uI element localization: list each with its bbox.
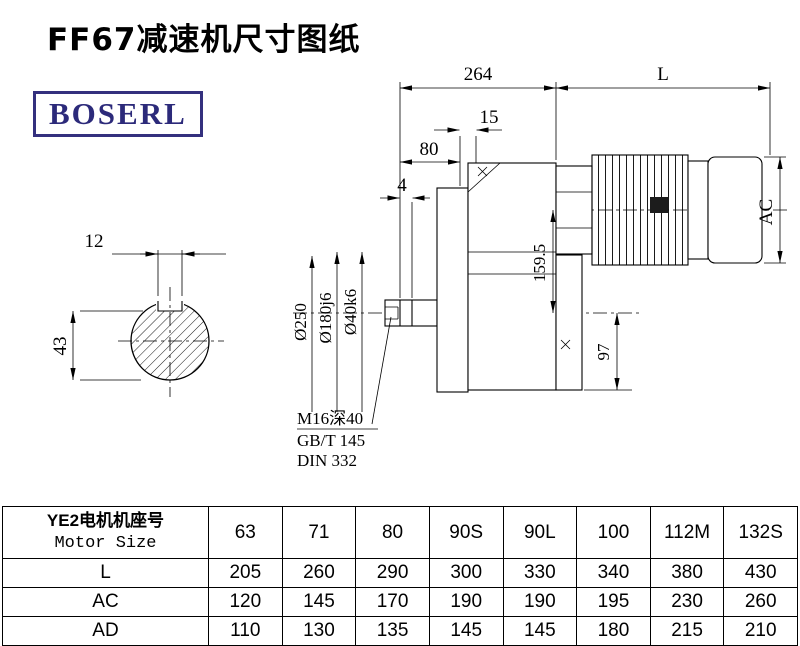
dim-AC-label: AC — [756, 199, 777, 225]
brand-logo: BOSERL — [33, 91, 203, 138]
dim-value-cell: 380 — [649, 558, 725, 588]
size-column-header: 90L — [502, 506, 578, 559]
dim-value-cell: 330 — [502, 558, 578, 588]
shaft-cross-section-view: 12 43 — [50, 231, 226, 397]
bolt-hole-mark-bottom — [560, 339, 571, 350]
dim-value-cell: 430 — [723, 558, 798, 588]
dim-value-cell: 260 — [723, 587, 798, 617]
dim-row-label: L — [2, 558, 209, 588]
dia-shaft-label: Ø40k6 — [341, 289, 360, 335]
motor-body — [591, 154, 689, 266]
dim-80-label: 80 — [420, 139, 439, 160]
dim-value-cell: 130 — [281, 616, 357, 646]
dim-value-cell: 170 — [355, 587, 430, 617]
table-header-row: YE2电机机座号 Motor Size 63 71 80 90S 90L 100… — [2, 506, 798, 559]
gear-housing — [467, 162, 583, 391]
dim-value-cell: 190 — [502, 587, 578, 617]
dim-43-label: 43 — [50, 337, 71, 356]
dim-value-cell: 145 — [281, 587, 357, 617]
dim-value-cell: 145 — [502, 616, 578, 646]
dim-value-cell: 215 — [649, 616, 725, 646]
size-column-header: 71 — [281, 506, 357, 559]
motor-size-label-cn: YE2电机机座号 — [46, 510, 165, 530]
bolt-hole-mark-top — [477, 166, 488, 177]
dim-L-label: L — [657, 64, 669, 85]
motor-adapter — [555, 165, 593, 255]
center-tap-hole — [385, 306, 399, 320]
dim-value-cell: 340 — [576, 558, 651, 588]
output-shaft — [384, 299, 438, 327]
table-row-L: L 205 260 290 300 330 340 380 430 — [2, 558, 798, 588]
diameter-callouts: Ø250 Ø180j6 Ø40k6 — [291, 252, 365, 412]
motor-endbell — [687, 160, 709, 260]
note-tap-label: M16深40 — [297, 409, 363, 428]
dia-spigot-label: Ø180j6 — [316, 293, 335, 344]
motor-size-table: YE2电机机座号 Motor Size 63 71 80 90S 90L 100… — [2, 506, 798, 646]
technical-drawing: 12 43 — [50, 64, 788, 470]
note-gb-standard: GB/T 145 — [297, 431, 365, 450]
size-column-header: 100 — [576, 506, 651, 559]
table-row-AC: AC 120 145 170 190 190 195 230 260 — [2, 587, 798, 617]
size-column-header: 90S — [428, 506, 504, 559]
dim-159-5-label: 159.5 — [530, 244, 549, 282]
dia-flange-label: Ø250 — [291, 303, 310, 341]
dim-15-label: 15 — [480, 107, 499, 128]
dimension-12: 12 — [85, 231, 226, 296]
dim-value-cell: 290 — [355, 558, 430, 588]
dim-value-cell: 230 — [649, 587, 725, 617]
dim-value-cell: 180 — [576, 616, 651, 646]
dim-264-label: 264 — [464, 64, 493, 85]
size-column-header: 112M — [649, 506, 725, 559]
dim-value-cell: 145 — [428, 616, 504, 646]
dim-value-cell: 300 — [428, 558, 504, 588]
motor-size-header-cell: YE2电机机座号 Motor Size — [2, 506, 209, 559]
dim-value-cell: 210 — [723, 616, 798, 646]
motor-nameplate — [650, 197, 668, 213]
dim-row-label: AD — [2, 616, 209, 646]
dim-value-cell: 260 — [281, 558, 357, 588]
vertical-dimensions: 159.5 97 AC — [530, 156, 786, 391]
dim-value-cell: 135 — [355, 616, 430, 646]
dim-value-cell: 110 — [208, 616, 283, 646]
dim-value-cell: 195 — [576, 587, 651, 617]
motor — [555, 154, 763, 266]
mounting-flange — [436, 187, 469, 393]
dim-97-label: 97 — [594, 343, 613, 361]
motor-fan-cover — [707, 156, 763, 264]
keyway-cutout — [156, 293, 184, 311]
page-title: FF67减速机尺寸图纸 — [47, 22, 361, 58]
gearbox-side-view: 264 L 15 80 4 Ø250 — [291, 64, 788, 470]
size-column-header: 132S — [723, 506, 798, 559]
top-dimensions: 264 L 15 80 4 — [380, 64, 771, 298]
dim-row-label: AC — [2, 587, 209, 617]
table-row-AD: AD 110 130 135 145 145 180 215 210 — [2, 616, 798, 646]
dim-value-cell: 190 — [428, 587, 504, 617]
dimension-43: 43 — [50, 310, 143, 381]
dim-4-label: 4 — [397, 175, 407, 196]
dim-value-cell: 205 — [208, 558, 283, 588]
note-din-standard: DIN 332 — [297, 451, 357, 470]
motor-size-label-en: Motor Size — [54, 533, 157, 553]
size-column-header: 63 — [208, 506, 283, 559]
dim-12-label: 12 — [85, 231, 104, 252]
tap-hole-note: M16深40 GB/T 145 DIN 332 — [297, 316, 392, 470]
keyway-outline — [157, 301, 183, 312]
size-column-header: 80 — [355, 506, 430, 559]
dim-value-cell: 120 — [208, 587, 283, 617]
